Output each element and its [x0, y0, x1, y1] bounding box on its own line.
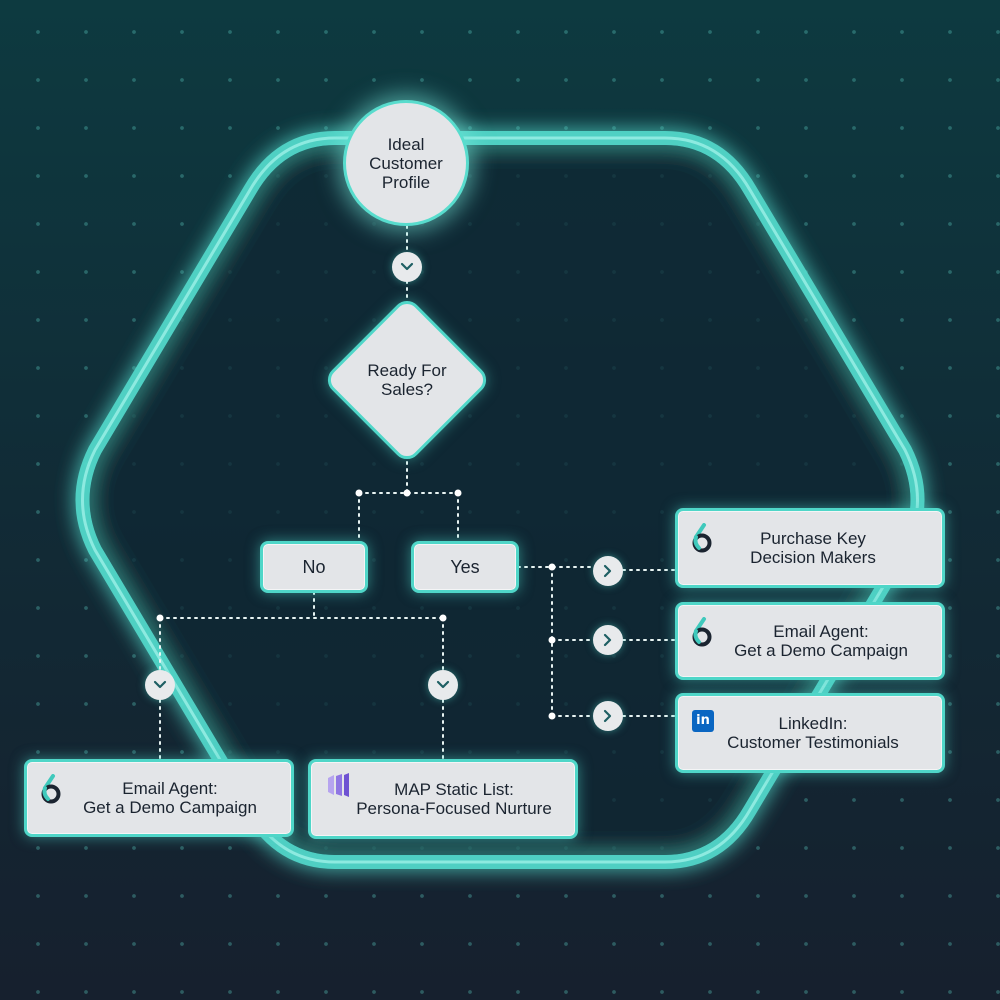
yes-3-line-2: Customer Testimonials [727, 733, 899, 752]
decision-line-1: Ready For [367, 361, 447, 380]
no-node[interactable]: No [260, 541, 368, 593]
yes-label: Yes [450, 556, 480, 577]
chevron-down-icon[interactable] [428, 670, 458, 700]
yes-2-line-2: Get a Demo Campaign [734, 641, 908, 660]
yes-1-line-2: Decision Makers [750, 548, 876, 567]
purchase-key-decision-makers-node[interactable]: Purchase Key Decision Makers [675, 508, 945, 588]
linkedin-customer-testimonials-node[interactable]: in LinkedIn: Customer Testimonials [675, 693, 945, 773]
junction-dot [454, 489, 462, 497]
yes-1-line-1: Purchase Key [760, 529, 866, 548]
junction-dot [355, 489, 363, 497]
junction-dot [403, 489, 411, 497]
junction-dot [156, 614, 164, 622]
map-static-list-node[interactable]: MAP Static List: Persona-Focused Nurture [308, 759, 578, 839]
yes-node[interactable]: Yes [411, 541, 519, 593]
chevron-right-icon[interactable] [593, 556, 623, 586]
decision-line-2: Sales? [381, 380, 433, 399]
linkedin-logo-icon: in [692, 710, 714, 732]
yes-3-line-1: LinkedIn: [778, 714, 848, 733]
no-left-line-2: Get a Demo Campaign [83, 798, 257, 817]
sixsense-logo-icon [692, 617, 712, 647]
chevron-down-icon[interactable] [392, 252, 422, 282]
no-right-line-2: Persona-Focused Nurture [356, 799, 552, 818]
ideal-customer-profile-node[interactable]: Ideal Customer Profile [343, 100, 469, 226]
chevron-right-icon[interactable] [593, 625, 623, 655]
chevron-down-icon[interactable] [145, 670, 175, 700]
junction-dot [439, 614, 447, 622]
sixsense-logo-icon [692, 523, 712, 553]
no-right-line-1: MAP Static List: [394, 780, 514, 799]
no-label: No [302, 556, 326, 577]
yes-email-agent-node[interactable]: Email Agent: Get a Demo Campaign [675, 602, 945, 680]
junction-dot [548, 563, 556, 571]
start-line-1: Ideal [387, 134, 425, 154]
junction-dot [548, 712, 556, 720]
start-line-3: Profile [381, 172, 431, 192]
chevron-right-icon[interactable] [593, 701, 623, 731]
sixsense-logo-icon [41, 774, 61, 804]
no-email-agent-node[interactable]: Email Agent: Get a Demo Campaign [24, 759, 294, 837]
yes-2-line-1: Email Agent: [773, 622, 869, 641]
decision-label: Ready For Sales? [347, 355, 467, 405]
junction-dot [548, 636, 556, 644]
start-line-2: Customer [369, 153, 443, 173]
no-left-line-1: Email Agent: [122, 779, 218, 798]
marketo-logo-icon [328, 773, 349, 797]
